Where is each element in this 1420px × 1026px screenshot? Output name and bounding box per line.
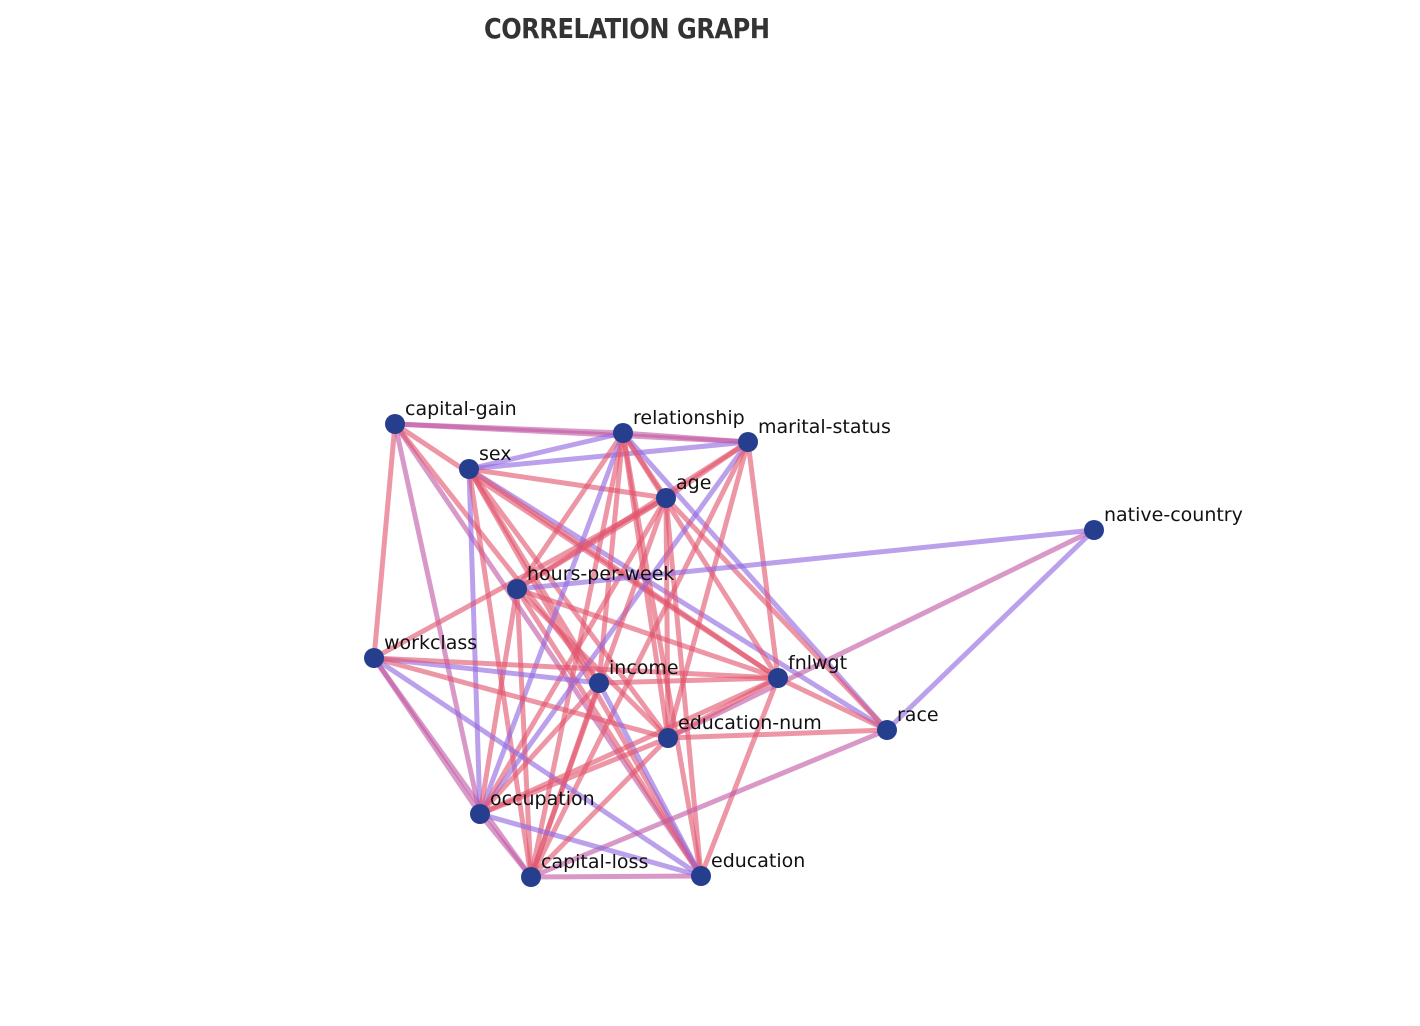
edge-fnlwgt-race <box>775 675 890 733</box>
edge-hours-per-week-occupation <box>477 586 520 817</box>
edge-hours-per-week-native-country <box>514 527 1097 592</box>
node-label-marital-status: marital-status <box>758 416 891 438</box>
edge-relationship-marital-status <box>620 430 751 445</box>
edge-capital-loss-education-num <box>528 735 671 880</box>
node-fnlwgt[interactable] <box>768 668 788 688</box>
node-label-race: race <box>897 704 939 726</box>
node-capital-gain[interactable] <box>385 414 405 434</box>
edge-sex-relationship <box>466 430 626 472</box>
edge-sex-race <box>466 466 890 733</box>
node-label-workclass: workclass <box>384 632 477 654</box>
edge-native-country-race <box>884 527 1097 733</box>
node-label-native-country: native-country <box>1104 504 1243 526</box>
edge-workclass-fnlwgt <box>371 655 781 681</box>
node-capital-loss[interactable] <box>521 867 541 887</box>
node-marital-status[interactable] <box>738 432 758 452</box>
edge-age-race <box>663 495 890 733</box>
nodes-layer <box>364 414 1104 887</box>
edge-workclass-education <box>371 655 704 879</box>
edges-layer <box>371 421 1097 880</box>
node-income[interactable] <box>589 673 609 693</box>
node-race[interactable] <box>877 720 897 740</box>
node-label-age: age <box>676 472 711 494</box>
node-label-income: income <box>609 657 679 679</box>
edge-hours-per-week-education-num <box>514 586 671 741</box>
edge-native-country-education-num <box>665 527 1097 741</box>
node-education-num[interactable] <box>658 728 678 748</box>
edge-income-education <box>596 680 704 879</box>
edge-workclass-capital-loss <box>371 655 534 880</box>
edge-fnlwgt-education-num <box>665 675 781 741</box>
edge-capital-gain-workclass <box>371 421 398 661</box>
edge-education-num-occupation <box>477 735 671 817</box>
edge-occupation-capital-loss <box>477 811 534 880</box>
edge-marital-status-fnlwgt <box>745 439 781 681</box>
edge-race-education-num <box>665 727 890 741</box>
edge-relationship-education <box>620 430 704 879</box>
edge-income-occupation <box>477 680 602 817</box>
node-label-education-num: education-num <box>678 712 822 734</box>
edge-relationship-hours-per-week <box>514 430 626 592</box>
node-workclass[interactable] <box>364 648 384 668</box>
edge-income-fnlwgt <box>596 675 781 686</box>
edge-age-education <box>663 495 704 879</box>
node-relationship[interactable] <box>613 423 633 443</box>
node-education[interactable] <box>691 866 711 886</box>
node-occupation[interactable] <box>470 804 490 824</box>
node-label-capital-loss: capital-loss <box>541 851 648 873</box>
edge-capital-loss-education <box>528 873 704 880</box>
edge-sex-occupation <box>466 466 483 817</box>
chart-title: CORRELATION GRAPH <box>484 12 770 45</box>
edge-age-workclass <box>371 495 669 661</box>
edge-age-occupation <box>477 495 669 817</box>
edge-sex-education-num <box>466 466 671 741</box>
edge-relationship-fnlwgt <box>620 430 781 681</box>
edge-relationship-capital-loss <box>528 430 626 880</box>
edge-marital-status-capital-loss <box>528 439 751 880</box>
node-label-sex: sex <box>479 443 512 465</box>
edge-hours-per-week-fnlwgt <box>514 586 781 681</box>
node-label-hours-per-week: hours-per-week <box>527 563 674 585</box>
node-label-education: education <box>711 850 805 872</box>
edge-fnlwgt-education <box>698 675 781 879</box>
node-label-capital-gain: capital-gain <box>405 398 517 420</box>
node-label-relationship: relationship <box>633 407 745 429</box>
node-hours-per-week[interactable] <box>507 579 527 599</box>
node-label-occupation: occupation <box>490 788 595 810</box>
node-label-fnlwgt: fnlwgt <box>788 652 847 674</box>
edge-age-education-num <box>663 495 671 741</box>
node-age[interactable] <box>656 488 676 508</box>
edge-hours-per-week-education <box>514 586 704 879</box>
node-native-country[interactable] <box>1084 520 1104 540</box>
edge-occupation-education <box>477 811 704 879</box>
edge-capital-gain-occupation <box>392 421 483 817</box>
labels-layer: capital-gain relationship marital-status se… <box>384 398 1243 873</box>
node-sex[interactable] <box>459 459 479 479</box>
edge-race-capital-loss <box>528 727 890 880</box>
